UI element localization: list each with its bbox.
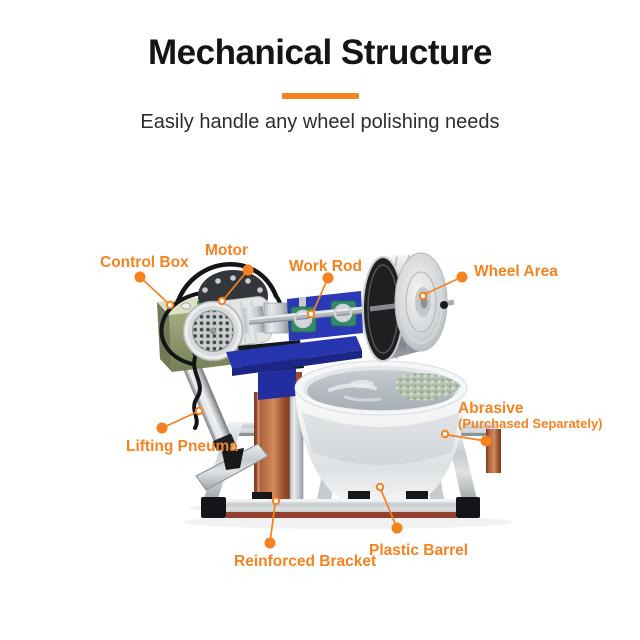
label-control-box: Control Box bbox=[100, 254, 189, 271]
cables bbox=[159, 262, 283, 430]
label-motor: Motor bbox=[205, 242, 249, 259]
label-work-rod: Work Rod bbox=[289, 258, 362, 275]
box-button-white bbox=[181, 302, 191, 310]
wheel-part bbox=[362, 252, 455, 362]
title-divider bbox=[281, 93, 359, 99]
leader-work-rod bbox=[306, 272, 334, 319]
page-header: Mechanical Structure Easily handle any w… bbox=[0, 0, 640, 134]
leader-lines bbox=[134, 264, 492, 549]
label-abrasive-note: (Purchased Separately) bbox=[458, 416, 603, 432]
label-abrasive: Abrasive (Purchased Separately) bbox=[458, 400, 603, 432]
label-wheel-area: Wheel Area bbox=[474, 263, 558, 280]
label-plastic-barrel: Plastic Barrel bbox=[369, 542, 469, 559]
abrasive-media bbox=[394, 373, 461, 401]
leader-lifting-pneumatic bbox=[156, 406, 204, 434]
leader-reinforced-bracket bbox=[264, 496, 281, 549]
lifting-pneumatic-part bbox=[176, 341, 269, 491]
rear-post bbox=[486, 429, 501, 473]
leader-abrasive bbox=[440, 429, 492, 447]
axle-nut bbox=[440, 301, 448, 309]
page-subtitle: Easily handle any wheel polishing needs bbox=[140, 111, 500, 133]
plastic-barrel-part bbox=[294, 360, 468, 510]
mount-plate bbox=[226, 336, 362, 400]
leader-wheel-area bbox=[418, 271, 468, 301]
label-reinforced-bracket: Reinforced Bracket bbox=[234, 553, 377, 570]
label-lifting-pneumatic: Lifting Pneuma bbox=[126, 438, 238, 455]
label-abrasive-title: Abrasive bbox=[458, 400, 524, 417]
leader-plastic-barrel bbox=[375, 482, 403, 534]
leader-motor bbox=[217, 264, 254, 306]
page-title: Mechanical Structure bbox=[148, 33, 493, 72]
leader-control-box bbox=[134, 271, 175, 310]
